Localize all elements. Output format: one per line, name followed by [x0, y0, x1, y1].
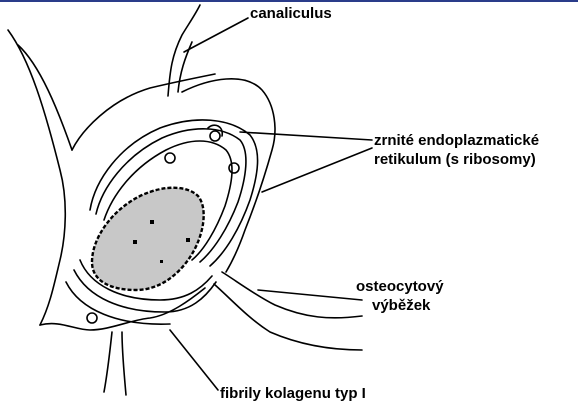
- label-canaliculus: canaliculus: [250, 4, 332, 23]
- left-inner-outline: [72, 74, 215, 150]
- leader-rer-2: [262, 148, 372, 192]
- leader-rer-1: [240, 132, 372, 140]
- label-process-line1: osteocytový: [356, 277, 444, 296]
- label-process-line2: výběžek: [356, 296, 444, 315]
- vesicle-1: [210, 131, 220, 141]
- bottom-process-a: [104, 332, 112, 392]
- left-outer-process: [8, 30, 65, 325]
- leader-fibrils: [170, 330, 218, 390]
- vesicle-2: [165, 153, 175, 163]
- label-rough-er-line1: zrnité endoplazmatické: [374, 131, 539, 150]
- label-rough-er: zrnité endoplazmatické retikulum (s ribo…: [374, 131, 539, 169]
- label-collagen-fibrils: fibrily kolagenu typ I: [220, 384, 366, 403]
- bottom-process-b: [122, 332, 126, 395]
- vesicle-3: [229, 163, 239, 173]
- label-rough-er-line2: retikulum (s ribosomy): [374, 150, 539, 169]
- label-osteocytic-process: osteocytový výběžek: [356, 277, 444, 315]
- leader-canaliculus: [184, 18, 248, 52]
- leader-process: [258, 290, 362, 300]
- vesicle-4: [87, 313, 97, 323]
